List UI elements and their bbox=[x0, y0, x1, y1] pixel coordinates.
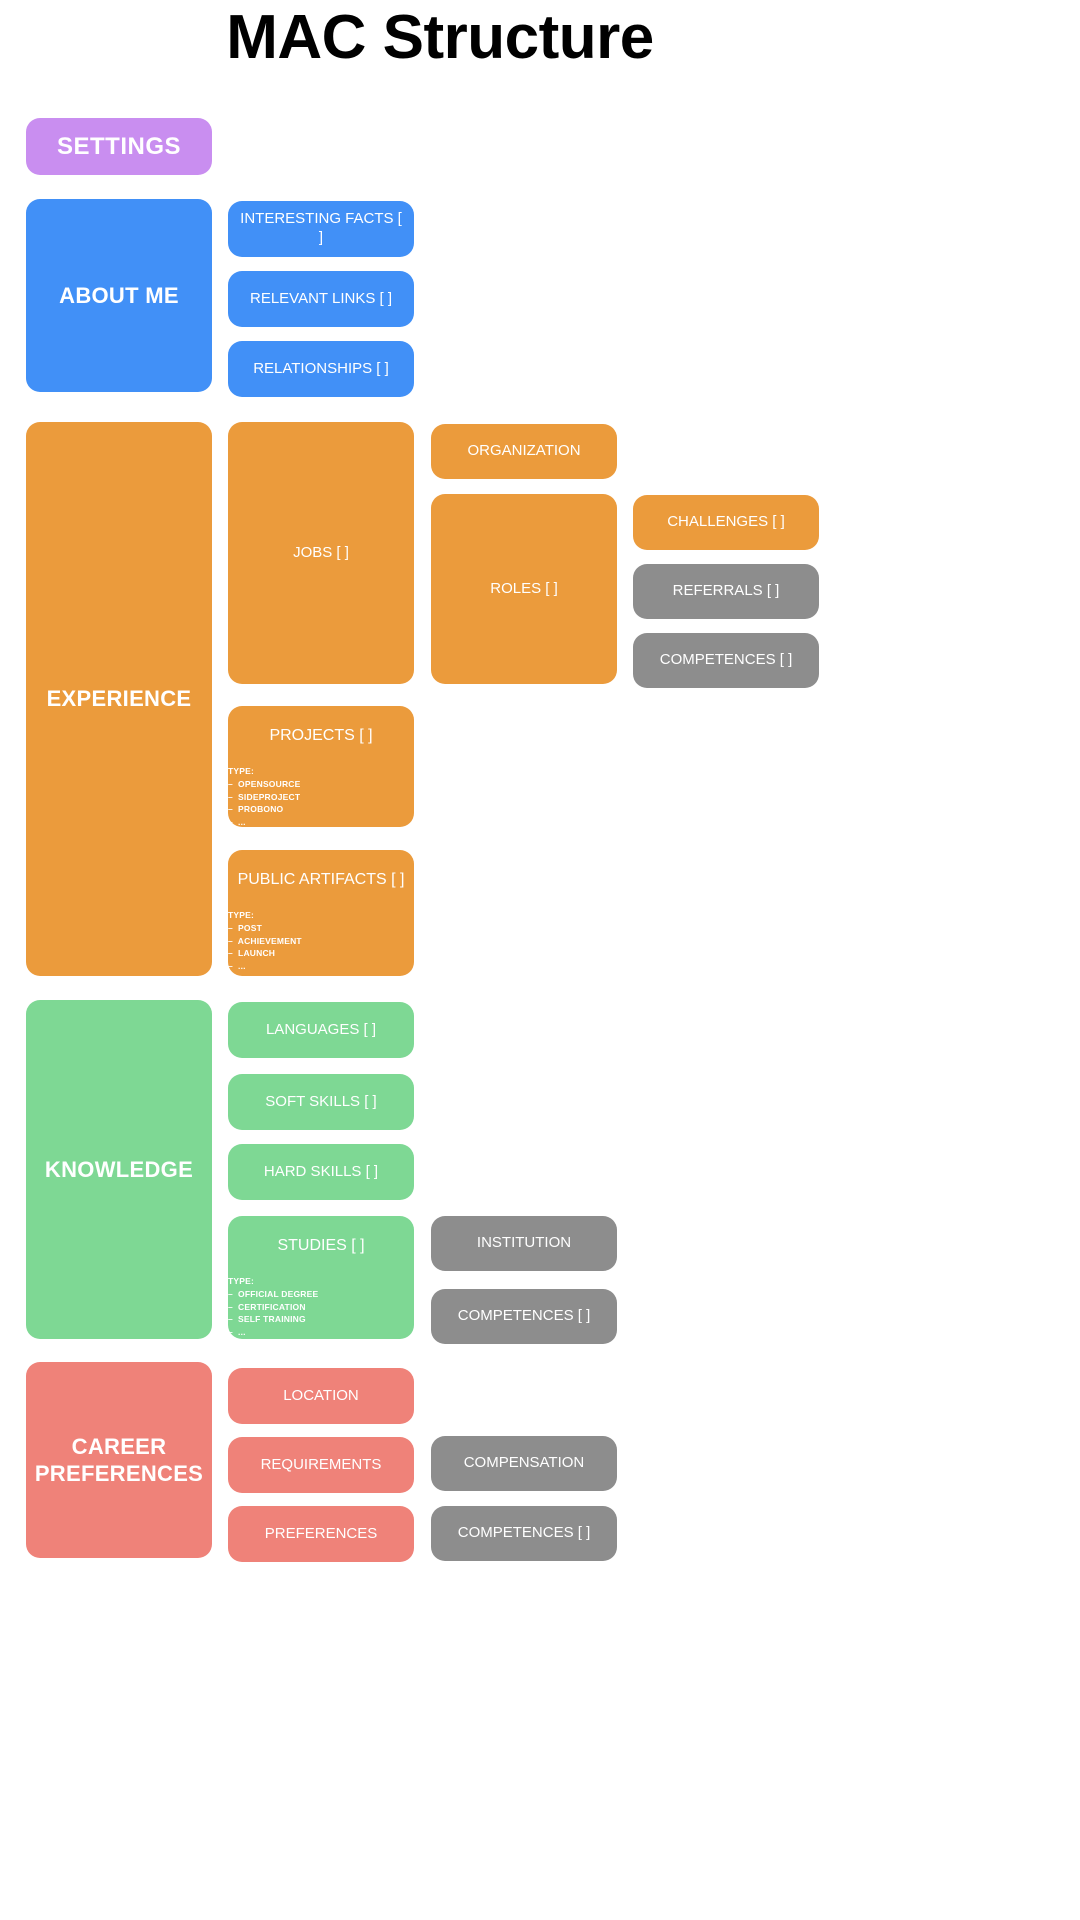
studies-type-item: – OFFICIAL DEGREE bbox=[228, 1288, 319, 1299]
public-artifacts-type-item: – POST bbox=[228, 922, 262, 933]
about-me-block[interactable]: ABOUT ME bbox=[26, 199, 212, 392]
settings-block[interactable]: SETTINGS bbox=[26, 118, 212, 175]
about-me-child-relevant-links[interactable]: RELEVANT LINKS [ ] bbox=[228, 271, 414, 327]
studies-type-item: – ... bbox=[228, 1327, 246, 1338]
knowledge-child-hard-skills[interactable]: HARD SKILLS [ ] bbox=[228, 1144, 414, 1200]
studies-type-item: – SELF TRAINING bbox=[228, 1314, 306, 1325]
public-artifacts-type-list: TYPE: – POST – ACHIEVEMENT – LAUNCH – ..… bbox=[228, 909, 414, 974]
studies-type-label: TYPE: bbox=[228, 1275, 255, 1286]
studies-heading: STUDIES [ ] bbox=[277, 1237, 365, 1254]
studies-child-institution[interactable]: INSTITUTION bbox=[431, 1216, 617, 1271]
career-secondary-competences[interactable]: COMPETENCES [ ] bbox=[431, 1506, 617, 1561]
projects-type-item: – SIDEPROJECT bbox=[228, 791, 301, 802]
experience-public-artifacts-block[interactable]: PUBLIC ARTIFACTS [ ] TYPE: – POST – ACHI… bbox=[228, 850, 414, 976]
roles-child-competences[interactable]: COMPETENCES [ ] bbox=[633, 633, 819, 688]
projects-type-list: TYPE: – OPENSOURCE – SIDEPROJECT – PROBO… bbox=[228, 765, 414, 830]
studies-type-item: – CERTIFICATION bbox=[228, 1301, 306, 1312]
public-artifacts-type-item: – ACHIEVEMENT bbox=[228, 935, 302, 946]
knowledge-child-soft-skills[interactable]: SOFT SKILLS [ ] bbox=[228, 1074, 414, 1130]
career-preferences-label: CAREER PREFERENCES bbox=[35, 1433, 203, 1488]
projects-heading: PROJECTS [ ] bbox=[269, 727, 373, 744]
career-preferences-block[interactable]: CAREER PREFERENCES bbox=[26, 1362, 212, 1558]
experience-jobs-block[interactable]: JOBS [ ] bbox=[228, 422, 414, 684]
career-child-preferences[interactable]: PREFERENCES bbox=[228, 1506, 414, 1562]
projects-type-label: TYPE: bbox=[228, 765, 255, 776]
career-secondary-compensation[interactable]: COMPENSATION bbox=[431, 1436, 617, 1491]
about-me-child-interesting-facts[interactable]: INTERESTING FACTS [ ] bbox=[228, 201, 414, 257]
roles-child-referrals[interactable]: REFERRALS [ ] bbox=[633, 564, 819, 619]
career-child-requirements[interactable]: REQUIREMENTS bbox=[228, 1437, 414, 1493]
experience-block[interactable]: EXPERIENCE bbox=[26, 422, 212, 976]
experience-projects-block[interactable]: PROJECTS [ ] TYPE: – OPENSOURCE – SIDEPR… bbox=[228, 706, 414, 827]
knowledge-child-languages[interactable]: LANGUAGES [ ] bbox=[228, 1002, 414, 1058]
projects-type-item: – OPENSOURCE bbox=[228, 778, 301, 789]
public-artifacts-type-item: – LAUNCH bbox=[228, 948, 276, 959]
public-artifacts-type-label: TYPE: bbox=[228, 909, 255, 920]
public-artifacts-heading: PUBLIC ARTIFACTS [ ] bbox=[237, 871, 405, 888]
roles-child-challenges[interactable]: CHALLENGES [ ] bbox=[633, 495, 819, 550]
studies-type-list: TYPE: – OFFICIAL DEGREE – CERTIFICATION … bbox=[228, 1275, 414, 1340]
jobs-organization-block[interactable]: ORGANIZATION bbox=[431, 424, 617, 479]
career-preferences-label-line2: PREFERENCES bbox=[34, 1461, 204, 1486]
studies-child-competences[interactable]: COMPETENCES [ ] bbox=[431, 1289, 617, 1344]
projects-type-item: – PROBONO bbox=[228, 804, 284, 815]
public-artifacts-type-item: – ... bbox=[228, 961, 246, 972]
about-me-child-relationships[interactable]: RELATIONSHIPS [ ] bbox=[228, 341, 414, 397]
page-title: MAC Structure bbox=[226, 3, 654, 72]
career-child-location[interactable]: LOCATION bbox=[228, 1368, 414, 1424]
career-preferences-label-line1: CAREER bbox=[71, 1433, 167, 1459]
knowledge-block[interactable]: KNOWLEDGE bbox=[26, 1000, 212, 1339]
jobs-roles-block[interactable]: ROLES [ ] bbox=[431, 494, 617, 684]
knowledge-studies-block[interactable]: STUDIES [ ] TYPE: – OFFICIAL DEGREE – CE… bbox=[228, 1216, 414, 1339]
projects-type-item: – ... bbox=[228, 817, 246, 828]
